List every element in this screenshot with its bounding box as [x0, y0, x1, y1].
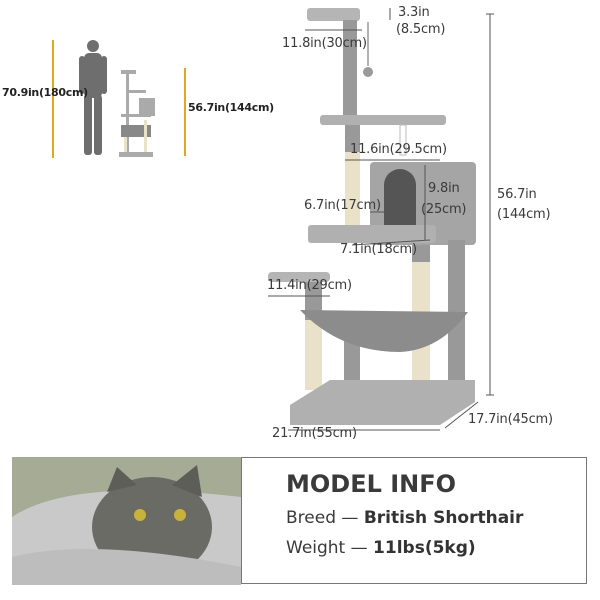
middle-platform	[308, 225, 436, 243]
toy-ball	[363, 67, 373, 77]
hanging-rope	[399, 124, 407, 156]
person-silhouette	[79, 40, 107, 155]
center-post	[412, 245, 430, 265]
cat-tree-drawing	[268, 8, 476, 425]
base	[290, 380, 475, 425]
weight-value: 11lbs(5kg)	[373, 538, 476, 558]
weight-row: Weight — 11lbs(5kg)	[286, 538, 586, 558]
condo-height: 9.8in	[428, 181, 460, 196]
platform-width: 11.6in(29.5cm)	[350, 142, 447, 157]
base-width: 21.7in(55cm)	[272, 426, 357, 441]
total-height: 56.7in	[497, 187, 537, 202]
top-perch	[307, 8, 360, 21]
top-perch-height: 3.3in	[398, 5, 430, 20]
breed-row: Breed — British Shorthair	[286, 508, 586, 528]
breed-value: British Shorthair	[363, 508, 524, 528]
top-perch-height-cm: (8.5cm)	[396, 22, 446, 37]
top-perch-width: 11.8in(30cm)	[282, 36, 367, 51]
model-info-panel: MODEL INFO Breed — British Shorthair Wei…	[241, 457, 587, 584]
cat-image	[12, 457, 241, 585]
condo-depth: 7.1in(18cm)	[340, 242, 417, 257]
base-depth: 17.7in(45cm)	[468, 412, 553, 427]
condo-height-cm: (25cm)	[421, 202, 467, 217]
height-comparison	[52, 40, 186, 158]
hammock	[300, 310, 468, 352]
mini-cat-tree	[119, 70, 155, 157]
weight-label: Weight —	[286, 538, 368, 558]
model-info-title: MODEL INFO	[286, 470, 457, 498]
top-post	[343, 20, 357, 116]
side-perch-width: 11.4in(29cm)	[267, 278, 352, 293]
sisal-post	[305, 320, 322, 390]
breed-label: Breed —	[286, 508, 359, 528]
cat-photo	[12, 457, 241, 585]
condo-opening	[384, 169, 416, 225]
person-height-label: 70.9in(180cm)	[2, 86, 88, 99]
total-height-cm: (144cm)	[497, 207, 551, 222]
condo-opening-width: 6.7in(17cm)	[304, 198, 381, 213]
tree-height-label-small: 56.7in(144cm)	[188, 101, 274, 114]
sisal-post	[345, 152, 360, 230]
upper-post	[345, 125, 360, 155]
upper-platform	[320, 115, 446, 125]
side-perch	[268, 272, 330, 282]
dimension-lines	[268, 8, 494, 431]
